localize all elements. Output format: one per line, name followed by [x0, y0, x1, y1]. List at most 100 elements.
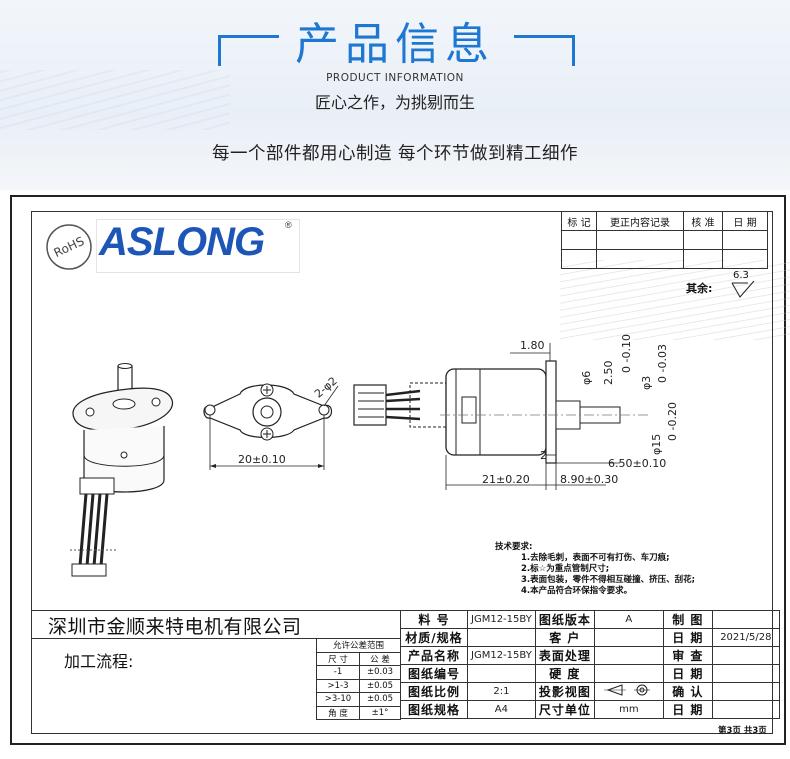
dim-shaft-len: 2.50: [602, 361, 615, 386]
scale-value: 2:1: [467, 682, 536, 701]
page-info: 第3页 共3页: [718, 726, 767, 736]
drawing-no-value: [467, 664, 536, 683]
product-name-label: 产品名称: [400, 646, 468, 665]
rohs-seal-icon: RoHS: [46, 224, 92, 270]
drawing-frame: [31, 211, 773, 734]
revision-table: 标 记 更正内容记录 核 准 日 期: [561, 211, 768, 269]
unit-label: 尺寸单位: [534, 700, 595, 719]
tech-item: 2.标☆为重点管制尺寸;: [521, 564, 610, 574]
roughness-label: 其余:: [686, 282, 713, 295]
customer-label: 客 户: [534, 628, 595, 647]
side-view-drawing: 1.80 φ6 2.50 0 -0.10 φ3 0 -0.03 φ15 0 -0…: [353, 334, 679, 490]
background-lines: [560, 260, 790, 340]
material-spec-label: 材质/规格: [400, 628, 468, 647]
subtitle-english: PRODUCT INFORMATION: [326, 72, 464, 84]
confirm-value: [711, 682, 780, 701]
tolerance-size: 角 度: [316, 705, 360, 720]
dim-body-len: 21±0.20: [482, 473, 530, 486]
customer-value: [593, 628, 664, 647]
process-label: 加工流程:: [64, 652, 134, 671]
date-label-3: 日 期: [662, 700, 713, 719]
tagline: 每一个部件都用心制造 每个环节做到精工细作: [211, 144, 579, 164]
page-title: 产品信息: [295, 19, 495, 70]
material-spec-value: [467, 628, 536, 647]
review-label: 审 查: [662, 646, 713, 665]
draw-label: 制 图: [662, 610, 713, 629]
front-view-drawing: 20±0.10 2-φ2: [203, 374, 340, 470]
rev-header-mark: 标 记: [561, 211, 597, 231]
dim-shaft-ext: 6.50±0.10: [608, 457, 666, 470]
dim-front-width: 20±0.10: [238, 453, 286, 466]
paper-label: 图纸规格: [400, 700, 468, 719]
header-banner: [0, 0, 790, 190]
tech-item: 3.表面包装，零件不得相互碰撞、挤压、刮花;: [521, 575, 696, 585]
date-label: 日 期: [662, 628, 713, 647]
surface-value: [593, 646, 664, 665]
tech-item: 1.去除毛刺，表面不可有打伤、车刀痕;: [521, 553, 670, 563]
drawing-version-label: 图纸版本: [534, 610, 595, 629]
dim-shaft-step: 2: [540, 449, 547, 462]
dim-shaft-d1-tol: 0 -0.10: [620, 334, 633, 373]
roughness-symbol-icon: [731, 280, 755, 298]
tech-requirements: 技术要求: 1.去除毛刺，表面不可有打伤、车刀痕; 2.标☆为重点管制尺寸; 3…: [495, 542, 695, 597]
tolerance-value: ±0.05: [359, 692, 401, 707]
surface-label: 表面处理: [534, 646, 595, 665]
tolerance-table: 允许公差范围 尺 寸 公 差 -1±0.03 >1-3±0.05 >3-10±0…: [316, 638, 401, 720]
motor-illustration: [70, 363, 174, 577]
tech-item: 4.本产品符合环保指令要求。: [521, 586, 633, 596]
tolerance-col-size: 尺 寸: [316, 651, 360, 666]
drawing-no-label: 图纸编号: [400, 664, 468, 683]
decorative-stripes: [0, 70, 230, 130]
tolerance-size: >1-3: [316, 678, 360, 693]
title-block-divider: [31, 638, 396, 639]
title-block-table: 料 号 JGM12-15BY 图纸版本 A 制 图 材质/规格 客 户 日 期 …: [400, 610, 780, 719]
dim-hole: 2-φ2: [312, 374, 340, 400]
dim-top-offset: 1.80: [520, 339, 545, 352]
rev-header-approve: 核 准: [683, 211, 723, 231]
tolerance-value: ±1°: [359, 705, 401, 720]
dim-body-d: φ15: [650, 434, 663, 455]
tolerance-title: 允许公差范围: [316, 638, 401, 653]
title-bracket-right: [514, 35, 575, 66]
brand-name: ASLONG: [99, 220, 265, 264]
date-value: 2021/5/28: [711, 628, 780, 647]
tolerance-col-tol: 公 差: [359, 651, 401, 666]
dim-flange-len: 8.90±0.30: [560, 473, 618, 486]
draw-value: [711, 610, 780, 629]
roughness-value: 6.3: [733, 270, 749, 281]
confirm-label: 确 认: [662, 682, 713, 701]
company-name: 深圳市金顺来特电机有限公司: [48, 616, 302, 638]
review-value: [711, 646, 780, 665]
rev-header-date: 日 期: [722, 211, 768, 231]
projection-icon: [603, 684, 650, 696]
dim-body-d-tol: 0 -0.20: [666, 402, 679, 441]
brand-logo: ASLONG ®: [96, 219, 300, 273]
dim-shaft-d1: φ6: [580, 371, 593, 385]
tolerance-size: >3-10: [316, 692, 360, 707]
material-no-label: 料 号: [400, 610, 468, 629]
drawing-version-value: A: [593, 610, 664, 629]
dim-shaft-d2-tol: 0 -0.03: [656, 344, 669, 383]
hardness-value: [593, 664, 664, 683]
tolerance-value: ±0.05: [359, 678, 401, 693]
projection-label: 投影视图: [534, 682, 595, 701]
date-value-2: [711, 664, 780, 683]
tech-title: 技术要求:: [495, 542, 533, 552]
date-label-2: 日 期: [662, 664, 713, 683]
projection-symbol: [593, 682, 664, 701]
rev-header-content: 更正内容记录: [596, 211, 684, 231]
product-name-value: JGM12-15BY: [467, 646, 536, 665]
date-value-3: [711, 700, 780, 719]
material-no-value: JGM12-15BY: [467, 610, 536, 629]
dim-shaft-d2: φ3: [640, 376, 653, 390]
tolerance-size: -1: [316, 665, 360, 680]
tolerance-value: ±0.03: [359, 665, 401, 680]
rohs-text: RoHS: [52, 234, 87, 260]
scale-label: 图纸比例: [400, 682, 468, 701]
paper-value: A4: [467, 700, 536, 719]
title-bracket-left: [218, 35, 279, 66]
subtitle-chinese: 匠心之作，为挑剔而生: [314, 93, 475, 112]
unit-value: mm: [593, 700, 664, 719]
registered-mark: ®: [285, 220, 292, 230]
hardness-label: 硬 度: [534, 664, 595, 683]
